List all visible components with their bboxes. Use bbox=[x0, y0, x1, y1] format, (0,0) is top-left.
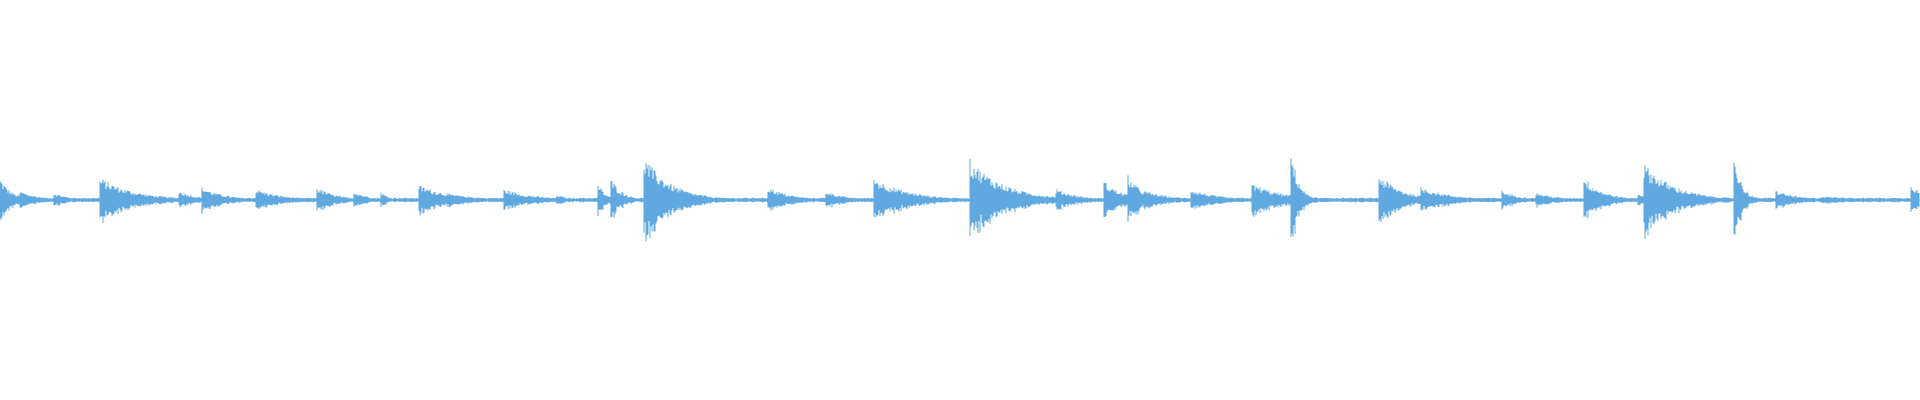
waveform-graphic bbox=[0, 158, 1920, 242]
